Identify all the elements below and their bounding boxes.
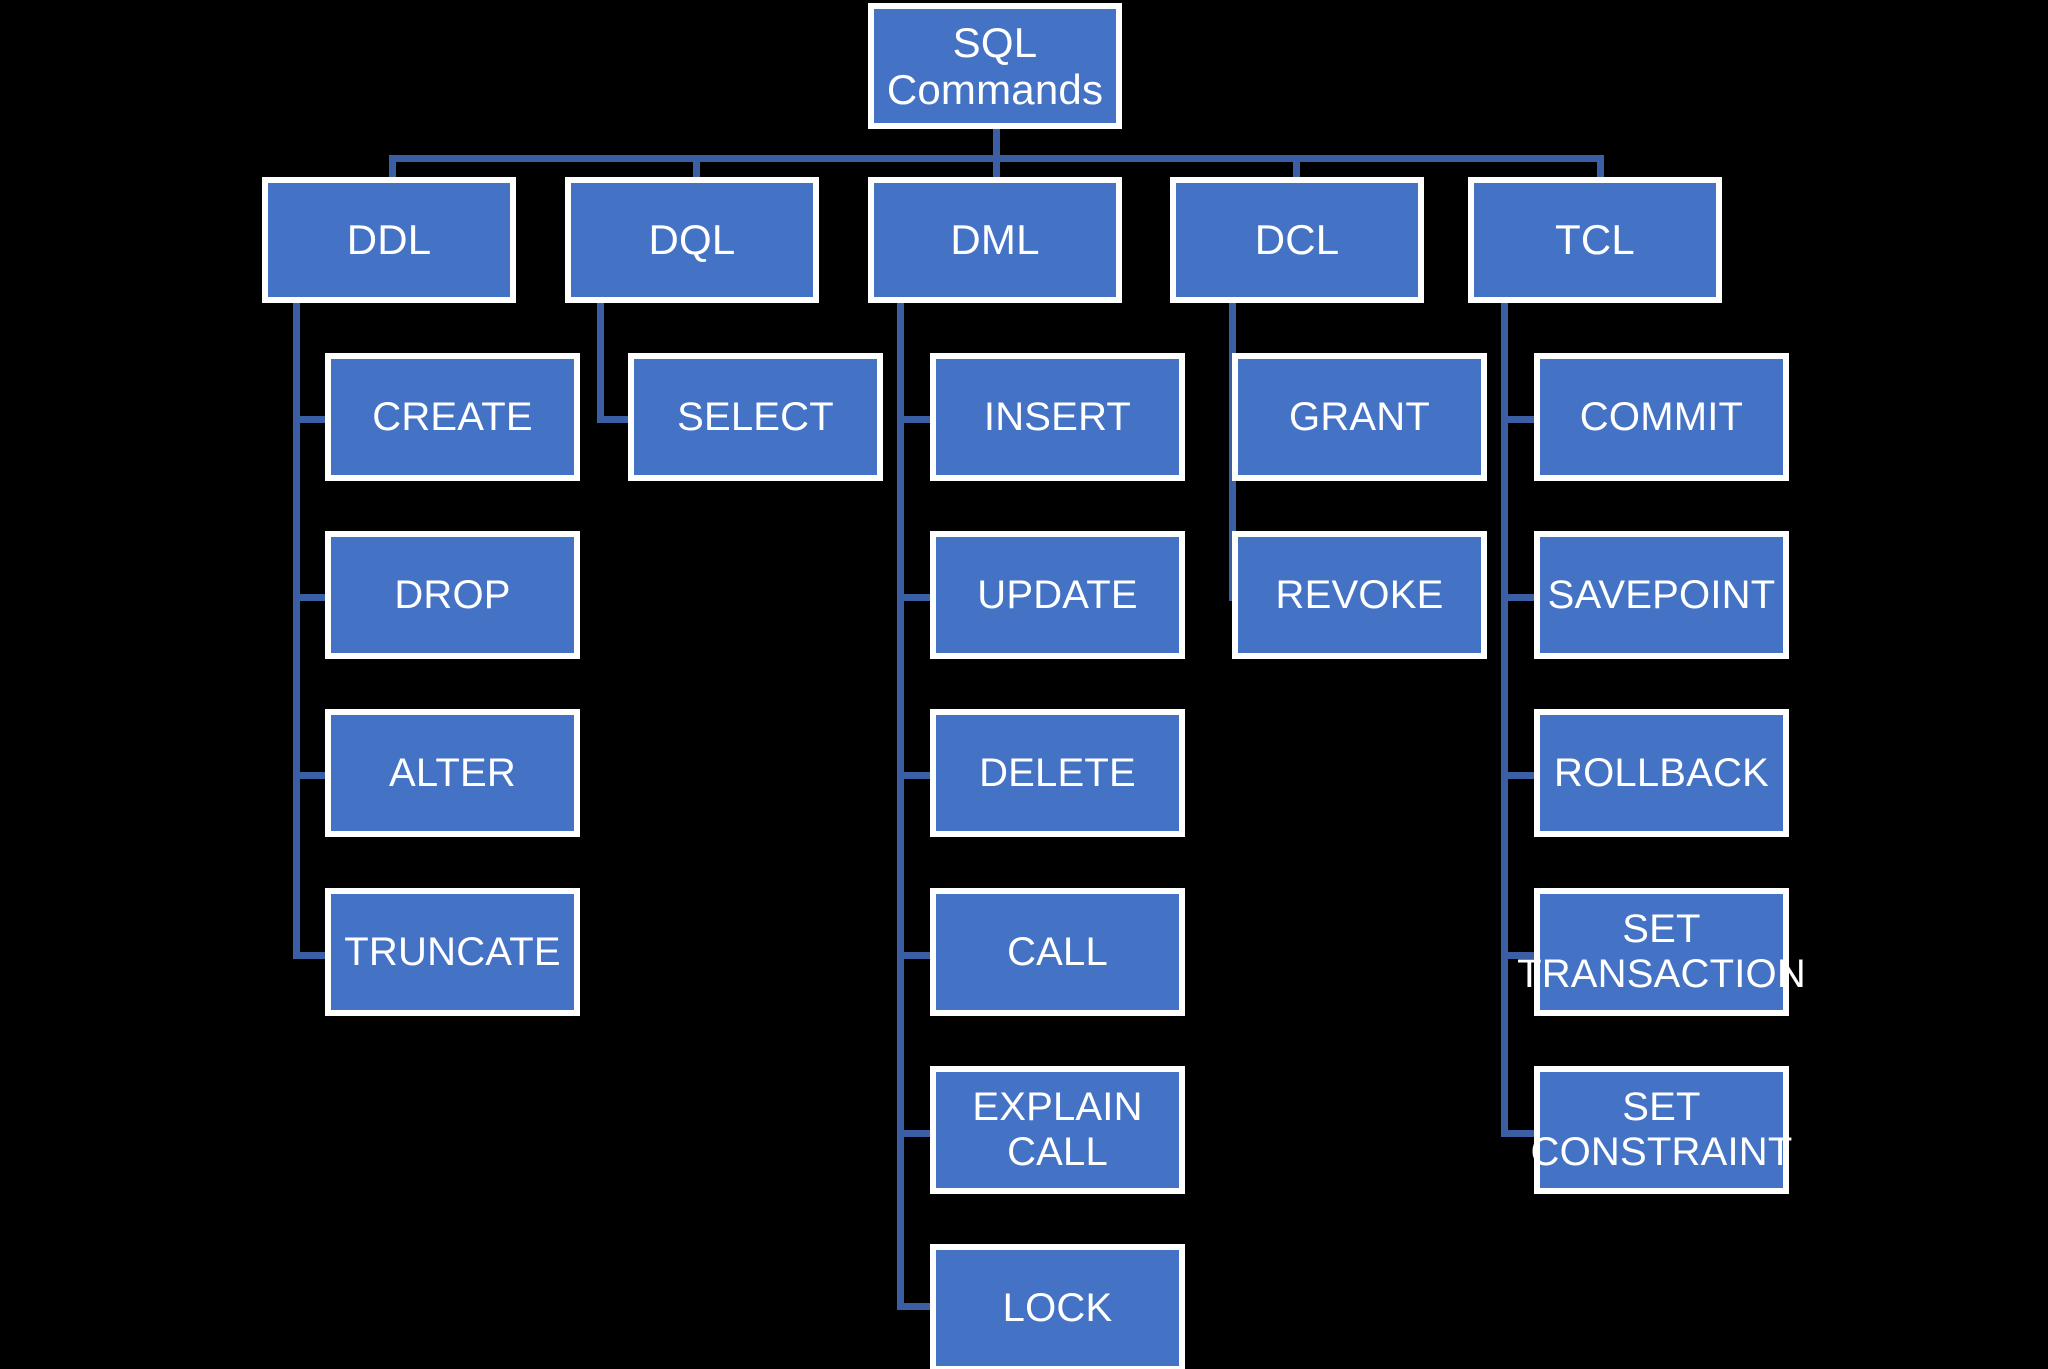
connector-dml-branch-4 (897, 952, 937, 959)
node-set-constraint[interactable]: SET CONSTRAINT (1531, 1066, 1792, 1194)
node-grant[interactable]: GRANT (1232, 353, 1487, 481)
node-lock[interactable]: LOCK (930, 1244, 1185, 1369)
connector-bus-to-ddl (389, 155, 396, 179)
node-drop[interactable]: DROP (325, 531, 580, 659)
connector-dql-spine (597, 303, 604, 423)
connector-tcl-spine (1501, 303, 1508, 1136)
connector-dml-branch-1 (897, 416, 937, 423)
connector-bus-to-tcl (1597, 155, 1604, 179)
connector-ddl-branch-4 (293, 952, 333, 959)
connector-ddl-branch-1 (293, 416, 333, 423)
node-truncate[interactable]: TRUNCATE (325, 888, 580, 1016)
connector-ddl-spine (293, 303, 300, 959)
connector-dml-branch-3 (897, 772, 937, 779)
connector-bus-to-dql (693, 155, 700, 179)
node-explain-call[interactable]: EXPLAIN CALL (930, 1066, 1185, 1194)
connector-dml-spine (897, 303, 904, 1310)
node-commit[interactable]: COMMIT (1534, 353, 1789, 481)
node-dcl[interactable]: DCL (1170, 177, 1424, 303)
node-alter[interactable]: ALTER (325, 709, 580, 837)
node-dml[interactable]: DML (868, 177, 1122, 303)
node-update[interactable]: UPDATE (930, 531, 1185, 659)
connector-dml-branch-6 (897, 1303, 937, 1310)
connector-tcl-branch-4 (1501, 952, 1541, 959)
connector-tcl-branch-5 (1501, 1130, 1541, 1137)
node-dql[interactable]: DQL (565, 177, 819, 303)
connector-bus-to-dcl (1293, 155, 1300, 179)
node-delete[interactable]: DELETE (930, 709, 1185, 837)
connector-ddl-branch-2 (293, 594, 333, 601)
connector-tcl-branch-3 (1501, 772, 1541, 779)
connector-tcl-branch-1 (1501, 416, 1541, 423)
node-ddl[interactable]: DDL (262, 177, 516, 303)
node-select[interactable]: SELECT (628, 353, 883, 481)
node-savepoint[interactable]: SAVEPOINT (1534, 531, 1789, 659)
node-set-transaction[interactable]: SET TRANSACTION (1517, 888, 1806, 1016)
node-create[interactable]: CREATE (325, 353, 580, 481)
connector-ddl-branch-3 (293, 772, 333, 779)
connector-dql-branch-1 (597, 416, 637, 423)
connector-tcl-branch-2 (1501, 594, 1541, 601)
node-tcl[interactable]: TCL (1468, 177, 1722, 303)
connector-dml-branch-5 (897, 1130, 937, 1137)
node-sql-commands[interactable]: SQL Commands (868, 3, 1122, 129)
connector-root-stem (993, 125, 1000, 162)
node-call[interactable]: CALL (930, 888, 1185, 1016)
connector-dml-branch-2 (897, 594, 937, 601)
node-insert[interactable]: INSERT (930, 353, 1185, 481)
connector-bus-to-dml (993, 155, 1000, 179)
node-revoke[interactable]: REVOKE (1232, 531, 1487, 659)
node-rollback[interactable]: ROLLBACK (1534, 709, 1789, 837)
